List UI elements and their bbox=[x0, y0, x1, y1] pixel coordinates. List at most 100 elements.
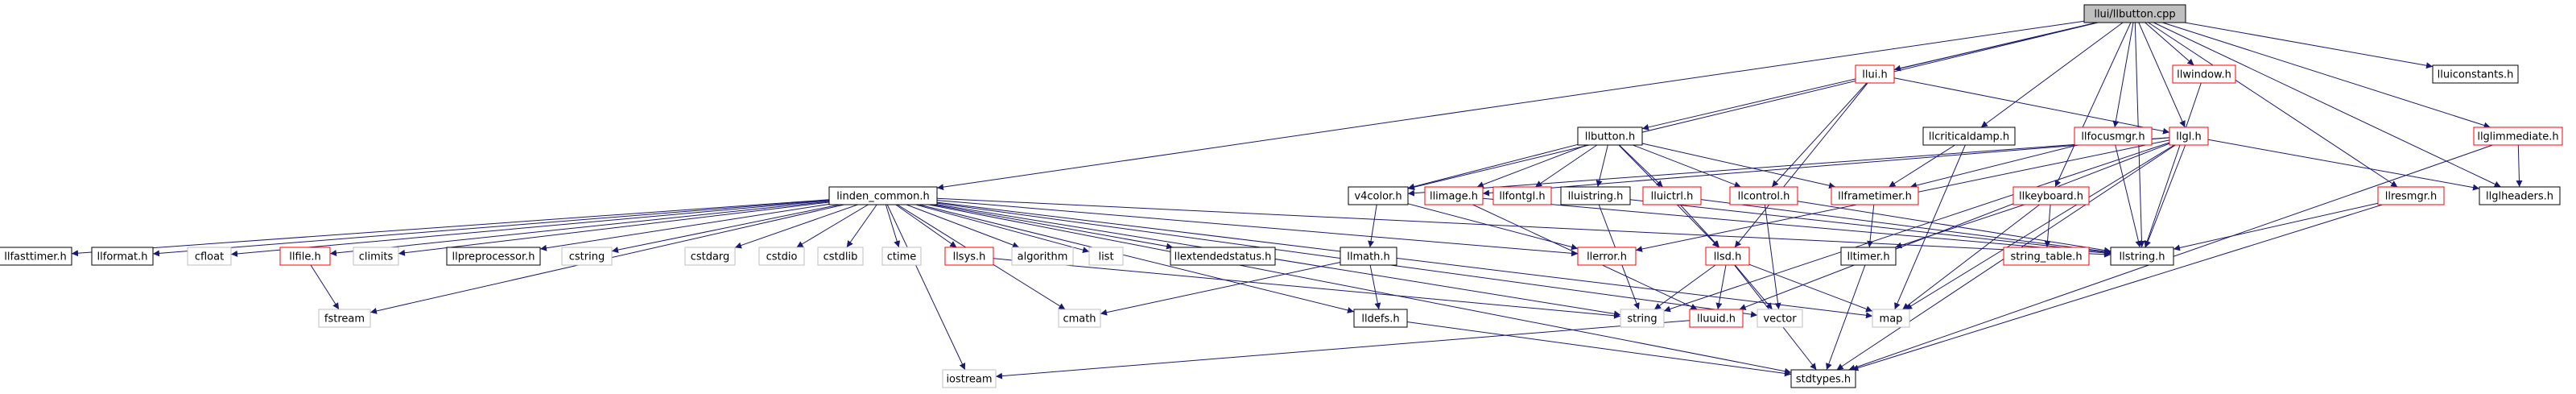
node-v4color-h[interactable]: v4color.h bbox=[1348, 186, 1409, 205]
node-llformat-h[interactable]: llformat.h bbox=[91, 247, 154, 266]
node-box bbox=[881, 247, 922, 266]
node-label: lluictrl.h bbox=[1651, 191, 1694, 203]
node-lltimer-h[interactable]: lltimer.h bbox=[1840, 247, 1897, 266]
node-box bbox=[353, 247, 399, 266]
node-llresmgr-h[interactable]: llresmgr.h bbox=[2377, 186, 2445, 205]
edge-v4color_h-to-llmath_h bbox=[1368, 204, 1377, 248]
node-box bbox=[1348, 186, 1409, 205]
node-linden-common-h[interactable]: linden_common.h bbox=[828, 186, 938, 205]
edge-linden_common_h-to-llfasttimer_h bbox=[71, 199, 830, 257]
node-iostream: iostream bbox=[942, 369, 997, 388]
edge-linden_common_h-to-llformat_h bbox=[152, 199, 830, 257]
node-llcriticaldamp-h[interactable]: llcriticaldamp.h bbox=[1922, 126, 2016, 146]
node-llui-h[interactable]: llui.h bbox=[1855, 64, 1895, 84]
node-llfontgl-h[interactable]: llfontgl.h bbox=[1492, 186, 1552, 205]
node-llbutton-h[interactable]: llbutton.h bbox=[1577, 126, 1643, 146]
node-box bbox=[1492, 186, 1552, 205]
node-label: cfloat bbox=[195, 251, 224, 263]
node-stdtypes-h[interactable]: stdtypes.h bbox=[1790, 369, 1856, 388]
node-llwindow-h[interactable]: llwindow.h bbox=[2172, 64, 2236, 84]
node-box bbox=[1831, 186, 1919, 205]
node-string: string bbox=[1620, 309, 1665, 328]
node-llpreprocessor-h[interactable]: llpreprocessor.h bbox=[446, 247, 541, 266]
node-label: iostream bbox=[946, 374, 992, 386]
node-llsys-h[interactable]: llsys.h bbox=[944, 247, 994, 266]
node-lldefs-h[interactable]: lldefs.h bbox=[1353, 309, 1408, 328]
node-label: ctime bbox=[887, 251, 917, 263]
node-label: llsys.h bbox=[953, 251, 986, 263]
node-label: string_table.h bbox=[2010, 251, 2082, 263]
node-cmath: cmath bbox=[1058, 309, 1101, 328]
node-box bbox=[2473, 126, 2563, 146]
edge-linden_common_h-to-string bbox=[936, 204, 1621, 317]
node-label: v4color.h bbox=[1354, 191, 1402, 203]
node-box bbox=[1790, 369, 1856, 388]
edge-llresmgr_h-to-llstring_h bbox=[2173, 202, 2379, 251]
node-climits: climits bbox=[353, 247, 399, 266]
node-llkeyboard-h[interactable]: llkeyboard.h bbox=[2013, 186, 2090, 205]
node-llcontrol-h[interactable]: llcontrol.h bbox=[1729, 186, 1798, 205]
node-label: llcontrol.h bbox=[1738, 191, 1790, 203]
node-lluistring-h[interactable]: lluistring.h bbox=[1560, 186, 1631, 205]
edge-llcontrol_h-to-vector bbox=[1764, 204, 1781, 310]
node-label: lldefs.h bbox=[1361, 313, 1399, 326]
edge-llcontrol_h-to-llstring_h bbox=[1797, 201, 2112, 254]
node-string-table-h[interactable]: string_table.h bbox=[2003, 247, 2090, 266]
node-llimage-h[interactable]: llimage.h bbox=[1424, 186, 1484, 205]
edge-llbutton_h-to-llfontgl_h bbox=[1534, 144, 1598, 188]
node-llglimmediate-h[interactable]: llglimmediate.h bbox=[2473, 126, 2563, 146]
edge-linden_common_h-to-cstdio bbox=[796, 204, 869, 248]
edge-llmath_h-to-lldefs_h bbox=[1369, 264, 1381, 310]
node-llbutton-cpp[interactable]: llui/llbutton.cpp bbox=[2083, 4, 2186, 23]
edge-llgl_h-to-llglheaders_h bbox=[2207, 139, 2480, 191]
node-label: lluuid.h bbox=[1697, 313, 1736, 326]
node-cfloat: cfloat bbox=[187, 247, 232, 266]
node-llframetimer-h[interactable]: llframetimer.h bbox=[1831, 186, 1919, 205]
node-box bbox=[2003, 247, 2090, 266]
node-box bbox=[758, 247, 805, 266]
node-box bbox=[446, 247, 541, 266]
node-llgl-h[interactable]: llgl.h bbox=[2169, 126, 2209, 146]
edge-llbutton_cpp-to-llglheaders_h bbox=[2153, 22, 2501, 188]
node-llsd-h[interactable]: llsd.h bbox=[1705, 247, 1750, 266]
node-label: llerror.h bbox=[1587, 251, 1627, 263]
node-box bbox=[828, 186, 938, 205]
node-label: cstdlib bbox=[824, 251, 858, 263]
node-llmath-h[interactable]: llmath.h bbox=[1340, 247, 1397, 266]
edge-linden_common_h-to-llsys_h bbox=[895, 204, 957, 248]
edge-llgl_h-to-v4color_h bbox=[1407, 137, 2170, 197]
edge-llbutton_cpp-to-llfocusmgr_h bbox=[2112, 22, 2134, 128]
node-box bbox=[561, 247, 613, 266]
edge-llgl_h-to-map bbox=[1905, 144, 2175, 310]
node-map: map bbox=[1872, 309, 1910, 328]
node-label: llwindow.h bbox=[2177, 69, 2231, 81]
node-box bbox=[1577, 126, 1643, 146]
node-llglheaders-h[interactable]: llglheaders.h bbox=[2479, 186, 2561, 205]
node-label: lluiconstants.h bbox=[2438, 69, 2514, 81]
node-lluuid-h[interactable]: lluuid.h bbox=[1689, 309, 1744, 328]
node-box bbox=[91, 247, 154, 266]
edge-llfocusmgr_h-to-llstring_h bbox=[2115, 144, 2142, 248]
edge-linden_common_h-to-cstdlib bbox=[846, 204, 877, 248]
node-box bbox=[187, 247, 232, 266]
node-llerror-h[interactable]: llerror.h bbox=[1577, 247, 1637, 266]
node-ctime: ctime bbox=[881, 247, 922, 266]
edge-llbutton_h-to-v4color_h bbox=[1407, 143, 1579, 190]
edge-linden_common_h-to-cstring bbox=[611, 204, 840, 254]
node-lluictrl-h[interactable]: lluictrl.h bbox=[1642, 186, 1702, 205]
node-label: llcriticaldamp.h bbox=[1929, 131, 2009, 143]
node-llstring-h[interactable]: llstring.h bbox=[2110, 247, 2174, 266]
node-label: llui/llbutton.cpp bbox=[2094, 9, 2175, 21]
node-lluiconstants-h[interactable]: lluiconstants.h bbox=[2432, 64, 2519, 84]
node-llfile-h[interactable]: llfile.h bbox=[279, 247, 331, 266]
edge-llbutton_h-to-llimage_h bbox=[1476, 144, 1587, 188]
node-box bbox=[1620, 309, 1665, 328]
node-llfasttimer-h[interactable]: llfasttimer.h bbox=[0, 247, 72, 266]
edge-llui_h-to-llcontrol_h bbox=[1771, 82, 1868, 188]
node-label: llfile.h bbox=[289, 251, 320, 263]
node-llextendedstatus-h[interactable]: llextendedstatus.h bbox=[1170, 247, 1276, 266]
node-llfocusmgr-h[interactable]: llfocusmgr.h bbox=[2074, 126, 2153, 146]
edge-linden_common_h-to-stdtypes_h bbox=[928, 204, 1792, 375]
edge-linden_common_h-to-llstring_h bbox=[936, 197, 2112, 258]
